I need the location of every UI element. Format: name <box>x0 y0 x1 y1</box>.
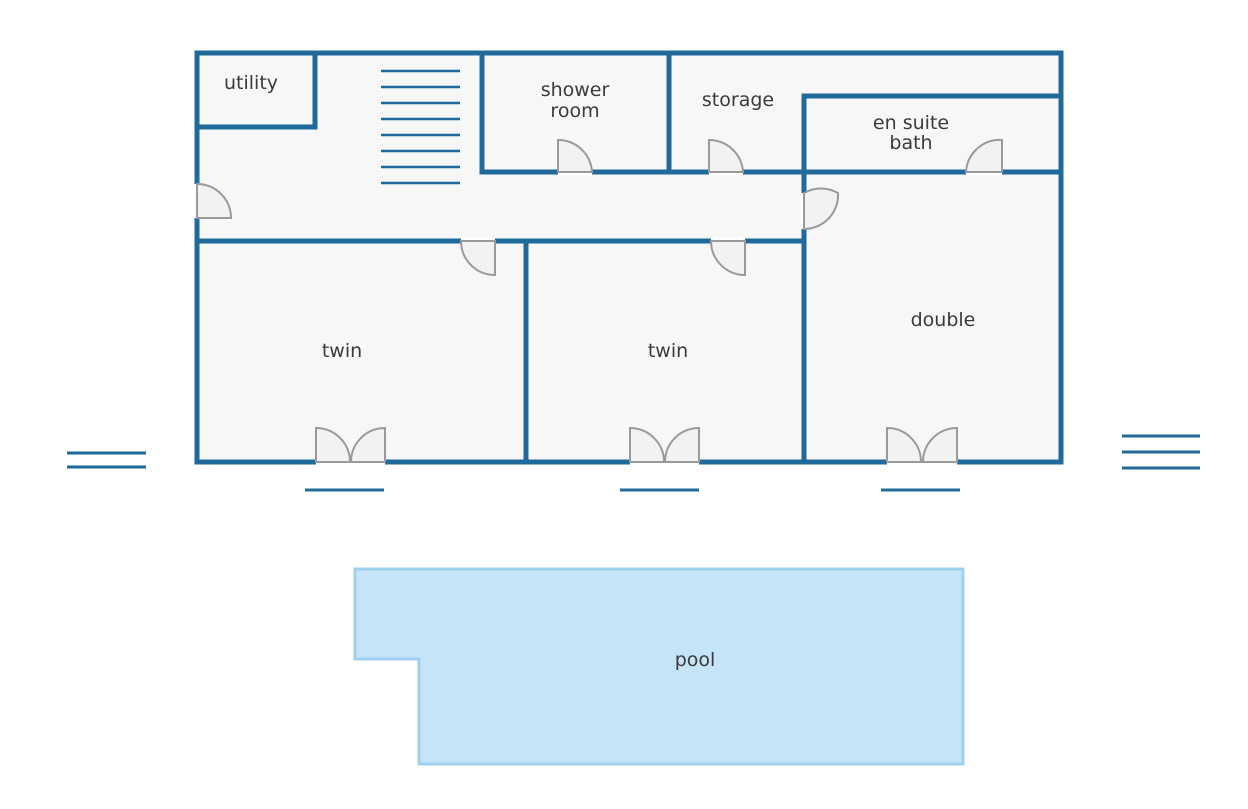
door-twin-middle <box>709 240 746 277</box>
door-twin-left <box>459 240 496 277</box>
label-double: double <box>911 309 976 331</box>
label-shower-room-line1: shower <box>541 79 610 101</box>
doors <box>196 138 1003 463</box>
door-storage <box>708 138 745 173</box>
exterior-markers <box>67 434 1200 492</box>
door-en-suite <box>964 138 1003 173</box>
patio-door-double <box>886 426 958 463</box>
house-floor <box>197 53 1061 462</box>
label-shower-room-line2: room <box>550 100 599 122</box>
staircase <box>381 69 460 185</box>
door-utility-corridor <box>196 182 233 219</box>
label-pool: pool <box>675 649 716 671</box>
label-en-suite-line2: bath <box>889 132 932 154</box>
label-twin-left: twin <box>322 340 362 362</box>
label-utility: utility <box>224 72 278 94</box>
door-double-corridor <box>803 187 840 231</box>
door-shower-room <box>557 138 594 173</box>
patio-door-twin-left <box>315 426 386 463</box>
label-en-suite-line1: en suite <box>873 112 949 134</box>
label-storage: storage <box>702 89 774 111</box>
interior-walls <box>194 50 1064 465</box>
pool-shape <box>353 567 965 766</box>
patio-door-twin-middle <box>629 426 700 463</box>
label-twin-middle: twin <box>648 340 688 362</box>
